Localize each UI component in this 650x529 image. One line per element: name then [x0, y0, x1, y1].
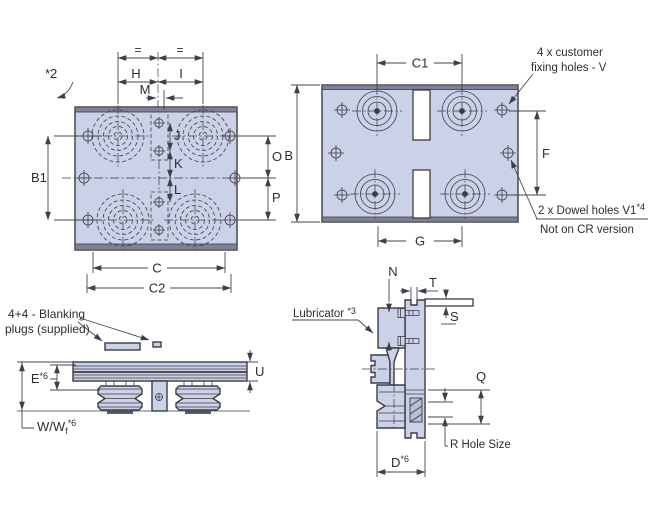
dim-N: N — [386, 264, 398, 351]
slot-top — [412, 89, 431, 141]
roller-right — [175, 380, 221, 414]
dowel-holes-line1: 2 x Dowel holes V1*4 — [538, 202, 645, 217]
fixing-holes-line2: fixing holes - V — [531, 62, 607, 74]
plate-top-edge — [74, 106, 238, 113]
dim-equal-marks: = = — [117, 43, 204, 61]
fixing-and-dowel-holes — [328, 102, 516, 203]
dowel-holes-leader — [510, 159, 538, 220]
note-star2-label: *2 — [45, 66, 57, 81]
dim-label-q: Q — [476, 369, 486, 384]
dim-label-eq2: = — [176, 43, 183, 57]
dim-C2: C2 — [86, 274, 232, 296]
dim-label-m: M — [140, 82, 151, 97]
wheel-fastener — [406, 389, 424, 423]
dim-Q: Q — [428, 369, 490, 425]
dim-C1: C1 — [376, 54, 463, 90]
dim-label-f: F — [542, 146, 550, 161]
dim-label-eq1: = — [134, 43, 141, 57]
dim-label-c1: C1 — [412, 56, 429, 71]
dim-B1: B1 — [31, 135, 102, 221]
dim-label-c2: C2 — [149, 281, 166, 296]
slot-bottom — [412, 169, 431, 219]
plate-body — [74, 106, 238, 251]
wheel-bottom-left — [92, 189, 154, 251]
dim-label-b: B — [284, 148, 293, 163]
dim-O-P: O P — [238, 135, 282, 221]
dim-label-s: S — [450, 309, 459, 324]
dim-label-e: E*6 — [31, 371, 48, 386]
lubricator-leader — [357, 319, 374, 334]
dim-S: S — [441, 289, 459, 325]
dim-label-c: C — [152, 261, 161, 276]
plate-top-edge — [321, 84, 519, 90]
dim-T: T — [400, 275, 438, 299]
blanking-plugs-arrow2 — [79, 317, 150, 341]
dim-B: B — [284, 84, 320, 223]
plate-bottom-edge — [74, 243, 238, 251]
dim-M: M — [140, 82, 183, 101]
dim-G: G — [377, 226, 463, 249]
dim-E: E*6 — [31, 364, 100, 391]
note-star2: *2 — [45, 66, 74, 99]
annotation-blanking-plugs: 4+4 - Blanking plugs (supplied) — [5, 307, 162, 351]
blanking-plug-large — [104, 342, 141, 351]
dim-label-p: P — [272, 190, 281, 205]
fixing-holes-line1: 4 x customer — [537, 47, 603, 59]
plate-bar-laminations — [73, 365, 247, 379]
lube-pocket-bottom — [150, 191, 169, 241]
center-stem — [151, 380, 168, 412]
dim-label-u: U — [255, 364, 264, 379]
dim-label-t: T — [429, 275, 437, 290]
counterbore-hole-top-right — [437, 86, 487, 136]
dim-label-r: R Hole Size — [450, 439, 511, 451]
note-star2-arrow — [56, 81, 74, 99]
lubricator-screw-bottom — [397, 336, 420, 346]
dim-label-k: K — [174, 156, 183, 171]
dim-H-I: H I — [117, 66, 204, 85]
dim-label-w: W/Wf*6 — [37, 418, 76, 436]
dim-D: D*6 — [376, 431, 426, 477]
dim-label-l: L — [174, 182, 181, 197]
annotation-dowel-holes: 2 x Dowel holes V1*4 Not on CR version — [510, 159, 648, 236]
dowel-holes-line2: Not on CR version — [540, 224, 634, 236]
dim-label-b1: B1 — [31, 170, 47, 185]
dim-label-o: O — [272, 149, 282, 164]
fixing-holes-leader — [508, 73, 534, 105]
view-end-section: N T S Q R Hole Size — [292, 264, 511, 477]
blanking-plugs-arrow1 — [77, 321, 103, 342]
dim-W: W/Wf*6 — [17, 361, 76, 436]
view-side-elevation: 4+4 - Blanking plugs (supplied) U E*6 W/… — [5, 307, 264, 436]
lubricator-label: Lubricator *3 — [293, 306, 356, 320]
dim-R-hole-size: R Hole Size — [428, 388, 511, 451]
mounting-strip — [424, 298, 474, 307]
lube-holes — [153, 117, 165, 236]
dim-U: U — [247, 350, 264, 393]
view-plan-underside: = = H I M B1 J K L — [31, 43, 282, 296]
dim-F: F — [509, 110, 550, 196]
counterbore-hole-top-left — [352, 86, 402, 136]
dim-label-d: D*6 — [391, 454, 409, 470]
dim-C: C — [92, 252, 226, 276]
roller-left — [97, 380, 143, 414]
dim-label-n: N — [388, 264, 397, 279]
annotation-fixing-holes: 4 x customer fixing holes - V — [508, 47, 607, 105]
blanking-plugs-line2: plugs (supplied) — [5, 322, 90, 336]
wheel-bottom-right — [164, 189, 226, 251]
view-plan-top: C1 B F G 4 x customer fixing holes - V 2… — [284, 47, 648, 249]
dim-label-h: H — [131, 66, 140, 81]
stem-hole — [155, 393, 163, 401]
dim-J-K-L: J K L — [167, 122, 183, 203]
counterbore-hole-bottom-right — [440, 169, 490, 219]
dim-label-g: G — [415, 234, 425, 249]
section-wheel — [376, 383, 406, 431]
lubricator-screw-top — [397, 308, 420, 318]
blanking-plugs-line1: 4+4 - Blanking — [8, 307, 85, 321]
edge-holes — [76, 128, 243, 228]
dim-label-i: I — [179, 66, 183, 81]
dim-label-j: J — [174, 128, 181, 143]
counterbore-hole-bottom-left — [350, 169, 400, 219]
blanking-plug-small — [152, 341, 162, 348]
annotation-lubricator: Lubricator *3 — [292, 306, 374, 334]
